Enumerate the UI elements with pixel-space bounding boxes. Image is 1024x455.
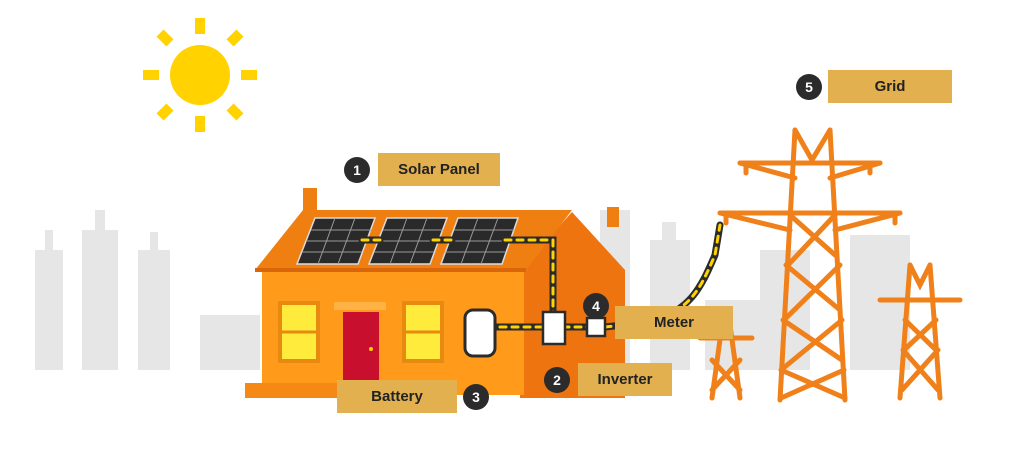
label-inverter: Inverter [578, 363, 672, 396]
callout-meter: 4 Meter [583, 273, 733, 339]
label-meter: Meter [615, 306, 733, 339]
label-battery: Battery [337, 380, 457, 413]
label-solar-panel: Solar Panel [378, 153, 500, 186]
callout-battery: Battery 3 [337, 380, 489, 413]
label-grid: Grid [828, 70, 952, 103]
battery-device [463, 308, 497, 358]
number-badge-4: 4 [583, 293, 609, 319]
callout-solar-panel: 1 Solar Panel [344, 153, 500, 186]
inverter-device [541, 310, 567, 346]
number-badge-5: 5 [796, 73, 822, 100]
number-badge-1: 1 [344, 156, 370, 183]
callout-inverter: 2 Inverter [544, 363, 672, 396]
power-cable [358, 221, 724, 331]
door [343, 312, 379, 380]
devices [463, 308, 607, 358]
power-pylons [697, 127, 963, 403]
callout-grid: 5 Grid [796, 70, 952, 103]
solar-panels [295, 217, 520, 265]
number-badge-2: 2 [544, 366, 570, 393]
sun-icon [143, 18, 257, 132]
number-badge-3: 3 [463, 383, 489, 410]
